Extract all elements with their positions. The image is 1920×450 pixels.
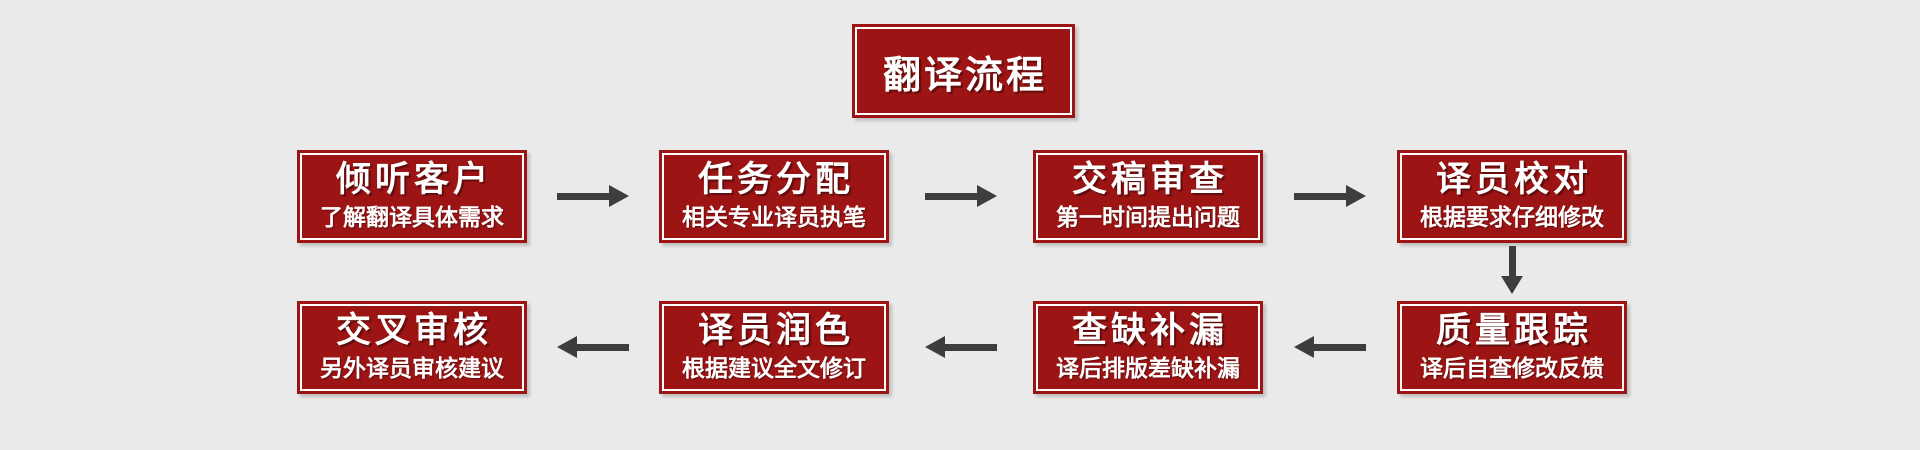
step-box-translator-proofreading: 译员校对 根据要求仔细修改 [1397,150,1627,243]
arrow-down-icon [1501,246,1523,294]
step-title: 任务分配 [697,160,854,200]
arrow-head [1346,185,1366,207]
step-box-listen-customer: 倾听客户 了解翻译具体需求 [297,150,527,243]
flowchart-title: 翻译流程 [882,52,1047,97]
arrow-head [1294,336,1314,358]
arrow-shaft [1294,192,1346,200]
step-subtitle: 根据建议全文修订 [682,356,866,382]
arrow-shaft [1314,343,1366,351]
arrow-right-icon [1294,185,1366,207]
step-box-translator-polishing: 译员润色 根据建议全文修订 [659,301,889,394]
step-box-gap-filling: 查缺补漏 译后排版差缺补漏 [1033,301,1263,394]
step-box-cross-review: 交叉审核 另外译员审核建议 [297,301,527,394]
arrow-right-icon [925,185,997,207]
step-subtitle: 了解翻译具体需求 [320,205,504,231]
step-subtitle: 根据要求仔细修改 [1420,205,1604,231]
step-title: 倾听客户 [335,160,492,200]
flowchart-title-box: 翻译流程 [852,24,1075,118]
arrow-shaft [925,192,977,200]
step-box-task-assignment: 任务分配 相关专业译员执笔 [659,150,889,243]
step-box-submission-review: 交稿审查 第一时间提出问题 [1033,150,1263,243]
arrow-shaft [577,343,629,351]
step-box-quality-tracking: 质量跟踪 译后自查修改反馈 [1397,301,1627,394]
step-title: 译员校对 [1435,160,1592,200]
arrow-shaft [1508,246,1516,276]
arrow-head [557,336,577,358]
arrow-shaft [557,192,609,200]
arrow-left-icon [925,336,997,358]
step-subtitle: 另外译员审核建议 [320,356,504,382]
step-subtitle: 第一时间提出问题 [1056,205,1240,231]
step-title: 查缺补漏 [1071,311,1228,351]
arrow-head [609,185,629,207]
arrow-right-icon [557,185,629,207]
step-title: 交叉审核 [335,311,492,351]
arrow-head [1501,276,1523,294]
step-subtitle: 相关专业译员执笔 [682,205,866,231]
arrow-head [925,336,945,358]
arrow-left-icon [557,336,629,358]
step-title: 译员润色 [697,311,854,351]
step-subtitle: 译后排版差缺补漏 [1056,356,1240,382]
step-title: 交稿审查 [1071,160,1228,200]
arrow-shaft [945,343,997,351]
arrow-head [977,185,997,207]
step-title: 质量跟踪 [1435,311,1592,351]
step-subtitle: 译后自查修改反馈 [1420,356,1604,382]
arrow-left-icon [1294,336,1366,358]
